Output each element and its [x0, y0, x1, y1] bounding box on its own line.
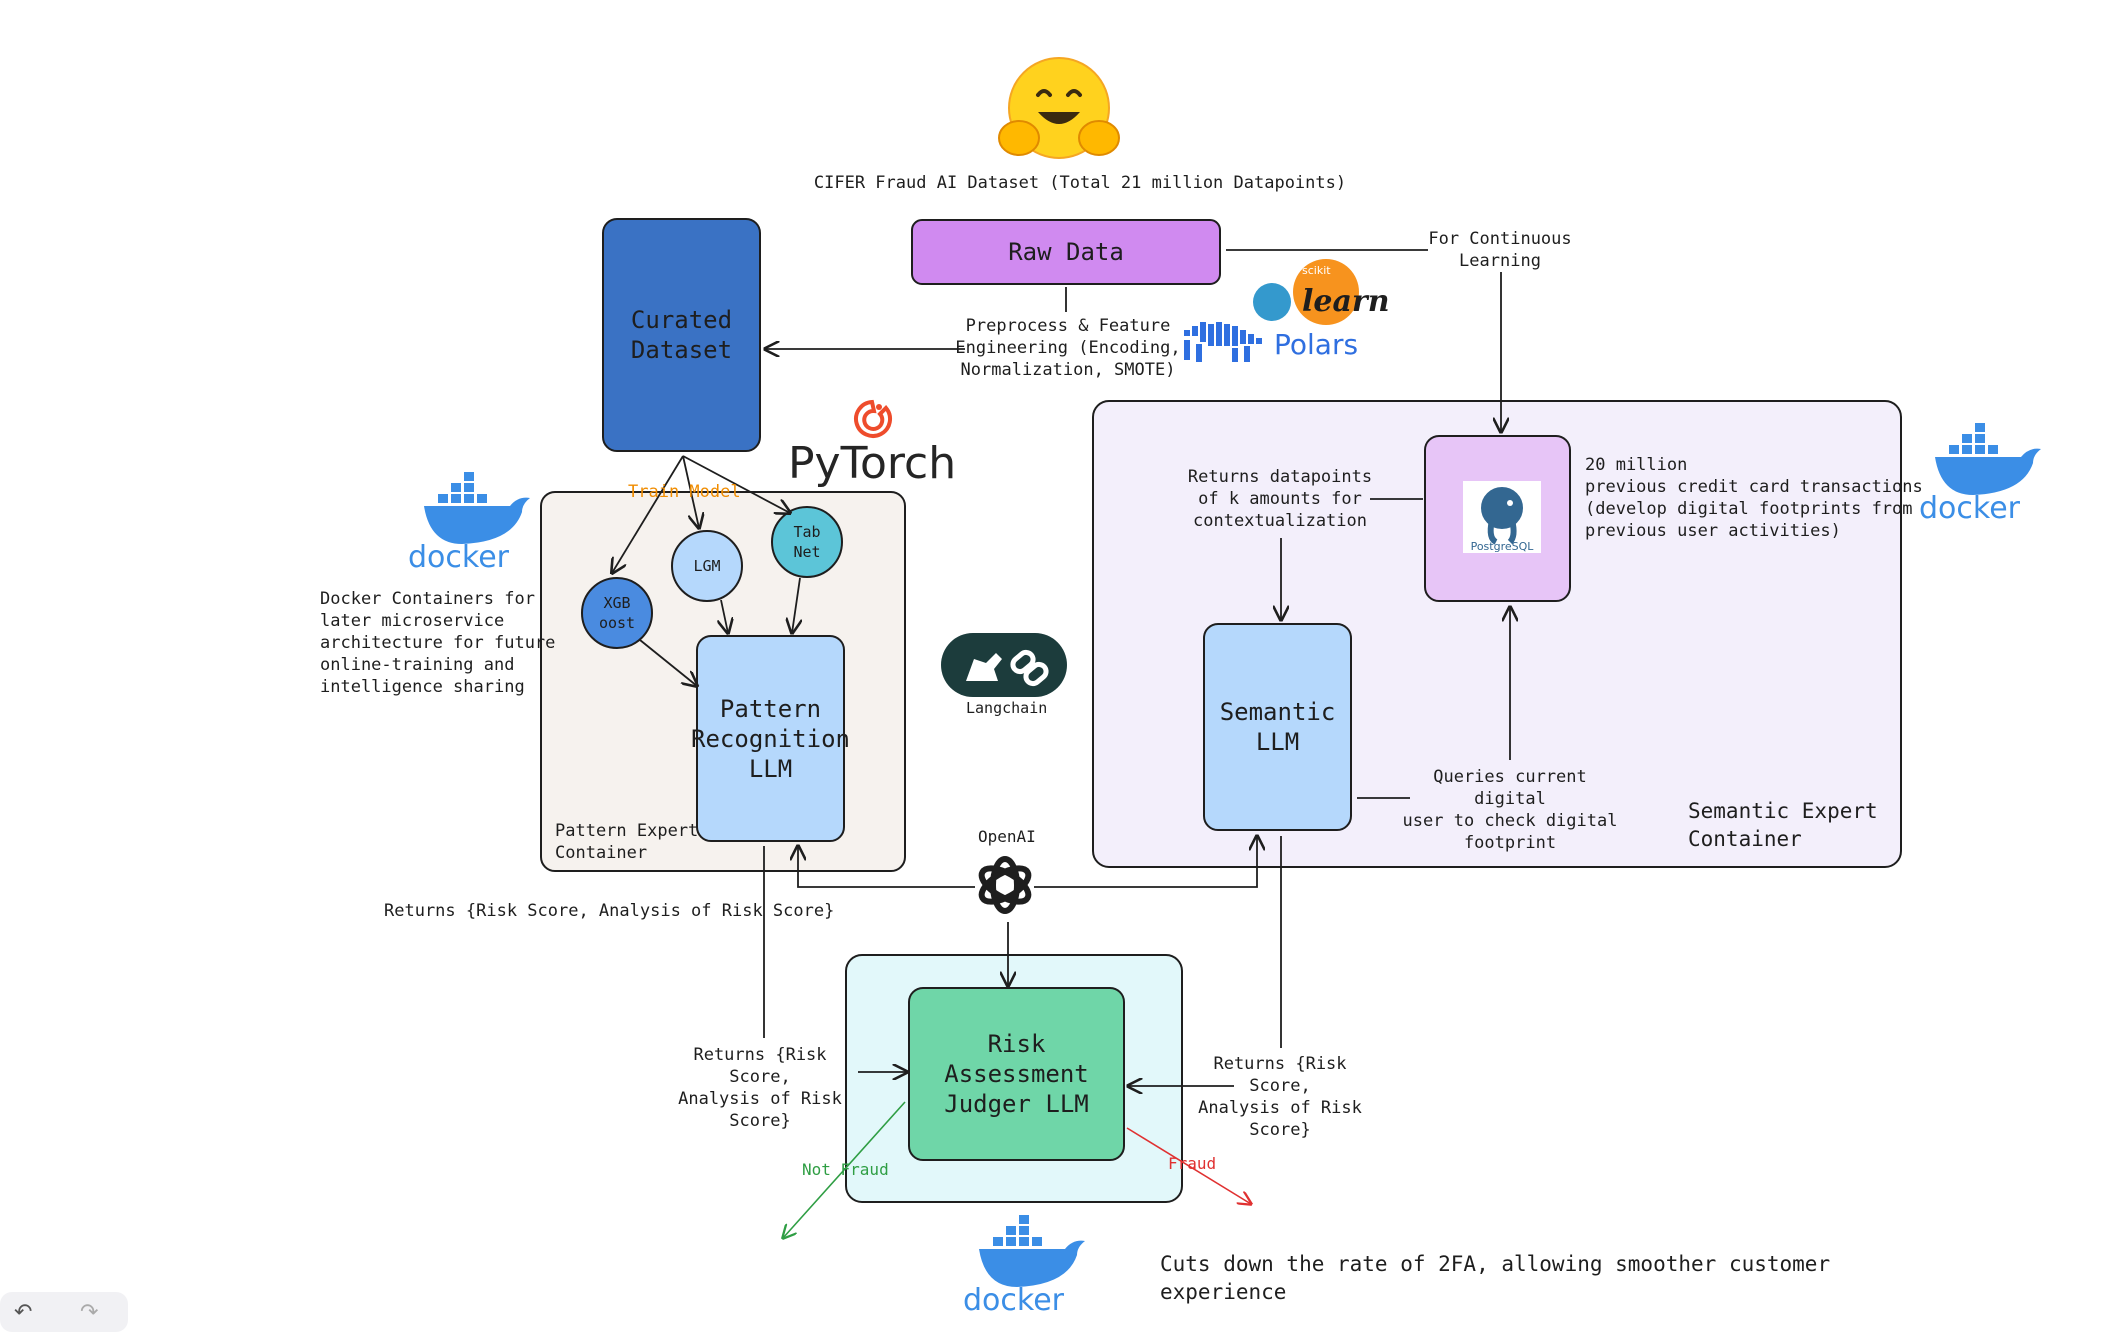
lgm-node[interactable] [671, 530, 743, 602]
preprocess-label: Preprocess & Feature Engineering (Encodi… [955, 316, 1181, 380]
undo-redo-toolbar: ↶ ↷ [0, 1292, 128, 1332]
returns-datapoints-label: Returns datapoints of k amounts for cont… [1187, 467, 1373, 531]
semantic-container-label: Semantic Expert Container [1688, 799, 1878, 851]
postgres-label: PostgreSQL [1470, 540, 1534, 553]
curated-dataset-label: Curated Dataset [630, 306, 733, 364]
sklearn-logo [1253, 259, 1359, 325]
arrow-xgboost-to-pattern [639, 639, 697, 686]
polars-label: Polars [1274, 328, 1359, 361]
arrow-curated-to-lgm [682, 455, 699, 528]
raw-data-label: Raw Data [1008, 238, 1124, 266]
docker-whale-bottom-icon [979, 1215, 1085, 1287]
sklearn-small-label: scikit [1302, 264, 1331, 277]
docker-note: Docker Containers for later microservice… [320, 589, 556, 697]
dataset-title: CIFER Fraud AI Dataset (Total 21 million… [813, 173, 1347, 193]
arrow-fraud [1126, 1127, 1251, 1204]
queries-label: Queries current digital user to check di… [1402, 767, 1618, 853]
arrow-tabnet-to-pattern [792, 577, 800, 633]
arrow-lgm-to-pattern [721, 599, 728, 633]
openai-label: OpenAI [978, 827, 1036, 846]
undo-icon[interactable]: ↶ [14, 1300, 33, 1325]
sklearn-label: learn [1302, 284, 1390, 319]
pytorch-label: PyTorch [788, 438, 957, 489]
postgres-logo [1463, 481, 1541, 553]
pytorch-logo [854, 399, 892, 438]
langchain-label: Langchain [966, 699, 1048, 717]
lgm-label: LGM [693, 557, 721, 575]
pattern-container-label: Pattern Expert Container [555, 821, 699, 863]
xgboost-node[interactable] [581, 577, 653, 649]
polars-logo [1184, 322, 1262, 362]
arrow-curated-to-tabnet [682, 455, 790, 513]
raw-data-node[interactable] [911, 219, 1221, 285]
arrow-openai-to-pattern [798, 846, 975, 888]
db-description: 20 million previous credit card transact… [1585, 455, 1923, 541]
docker-whale-right-icon [1935, 423, 2041, 495]
tabnet-node[interactable] [771, 506, 843, 578]
returns-right-label: Returns {Risk Score, Analysis of Risk Sc… [1198, 1054, 1362, 1140]
docker-whale-left-icon [424, 472, 530, 544]
pattern-llm-label: Pattern Recognition LLM [691, 694, 850, 783]
pattern-llm-node[interactable] [696, 635, 845, 842]
outcome-label: Cuts down the rate of 2FA, allowing smoo… [1160, 1252, 1831, 1304]
arrow-not-fraud [783, 1101, 906, 1238]
redo-icon[interactable]: ↷ [80, 1300, 99, 1325]
judge-llm-node[interactable] [908, 987, 1125, 1161]
xgboost-label: XGB oost [598, 594, 636, 632]
continuous-learning-label: For Continuous Learning [1428, 229, 1572, 271]
huggingface-logo [998, 57, 1120, 159]
curated-dataset-node[interactable] [602, 218, 761, 452]
docker-label-right: docker [1919, 491, 2020, 526]
arrow-curated-to-xgboost [612, 455, 684, 573]
openai-logo [978, 856, 1032, 914]
tabnet-label: Tab Net [793, 523, 821, 561]
docker-label-bottom: docker [963, 1283, 1064, 1318]
train-model-label: Train Model [628, 482, 741, 502]
returns-left-label: Returns {Risk Score, Analysis of Risk Sc… [678, 1045, 842, 1131]
judge-llm-label: Risk Assessment Judger LLM [944, 1030, 1089, 1118]
fraud-label: Fraud [1168, 1154, 1217, 1173]
returns-top-label: Returns {Risk Score, Analysis of Risk Sc… [384, 901, 835, 921]
semantic-llm-node[interactable] [1203, 623, 1352, 831]
semantic-llm-label: Semantic LLM [1219, 698, 1336, 756]
not-fraud-label: Not Fraud [802, 1160, 889, 1179]
arrow-openai-to-semantic [1034, 836, 1257, 888]
docker-label-left: docker [408, 540, 509, 575]
langchain-logo [941, 633, 1067, 697]
